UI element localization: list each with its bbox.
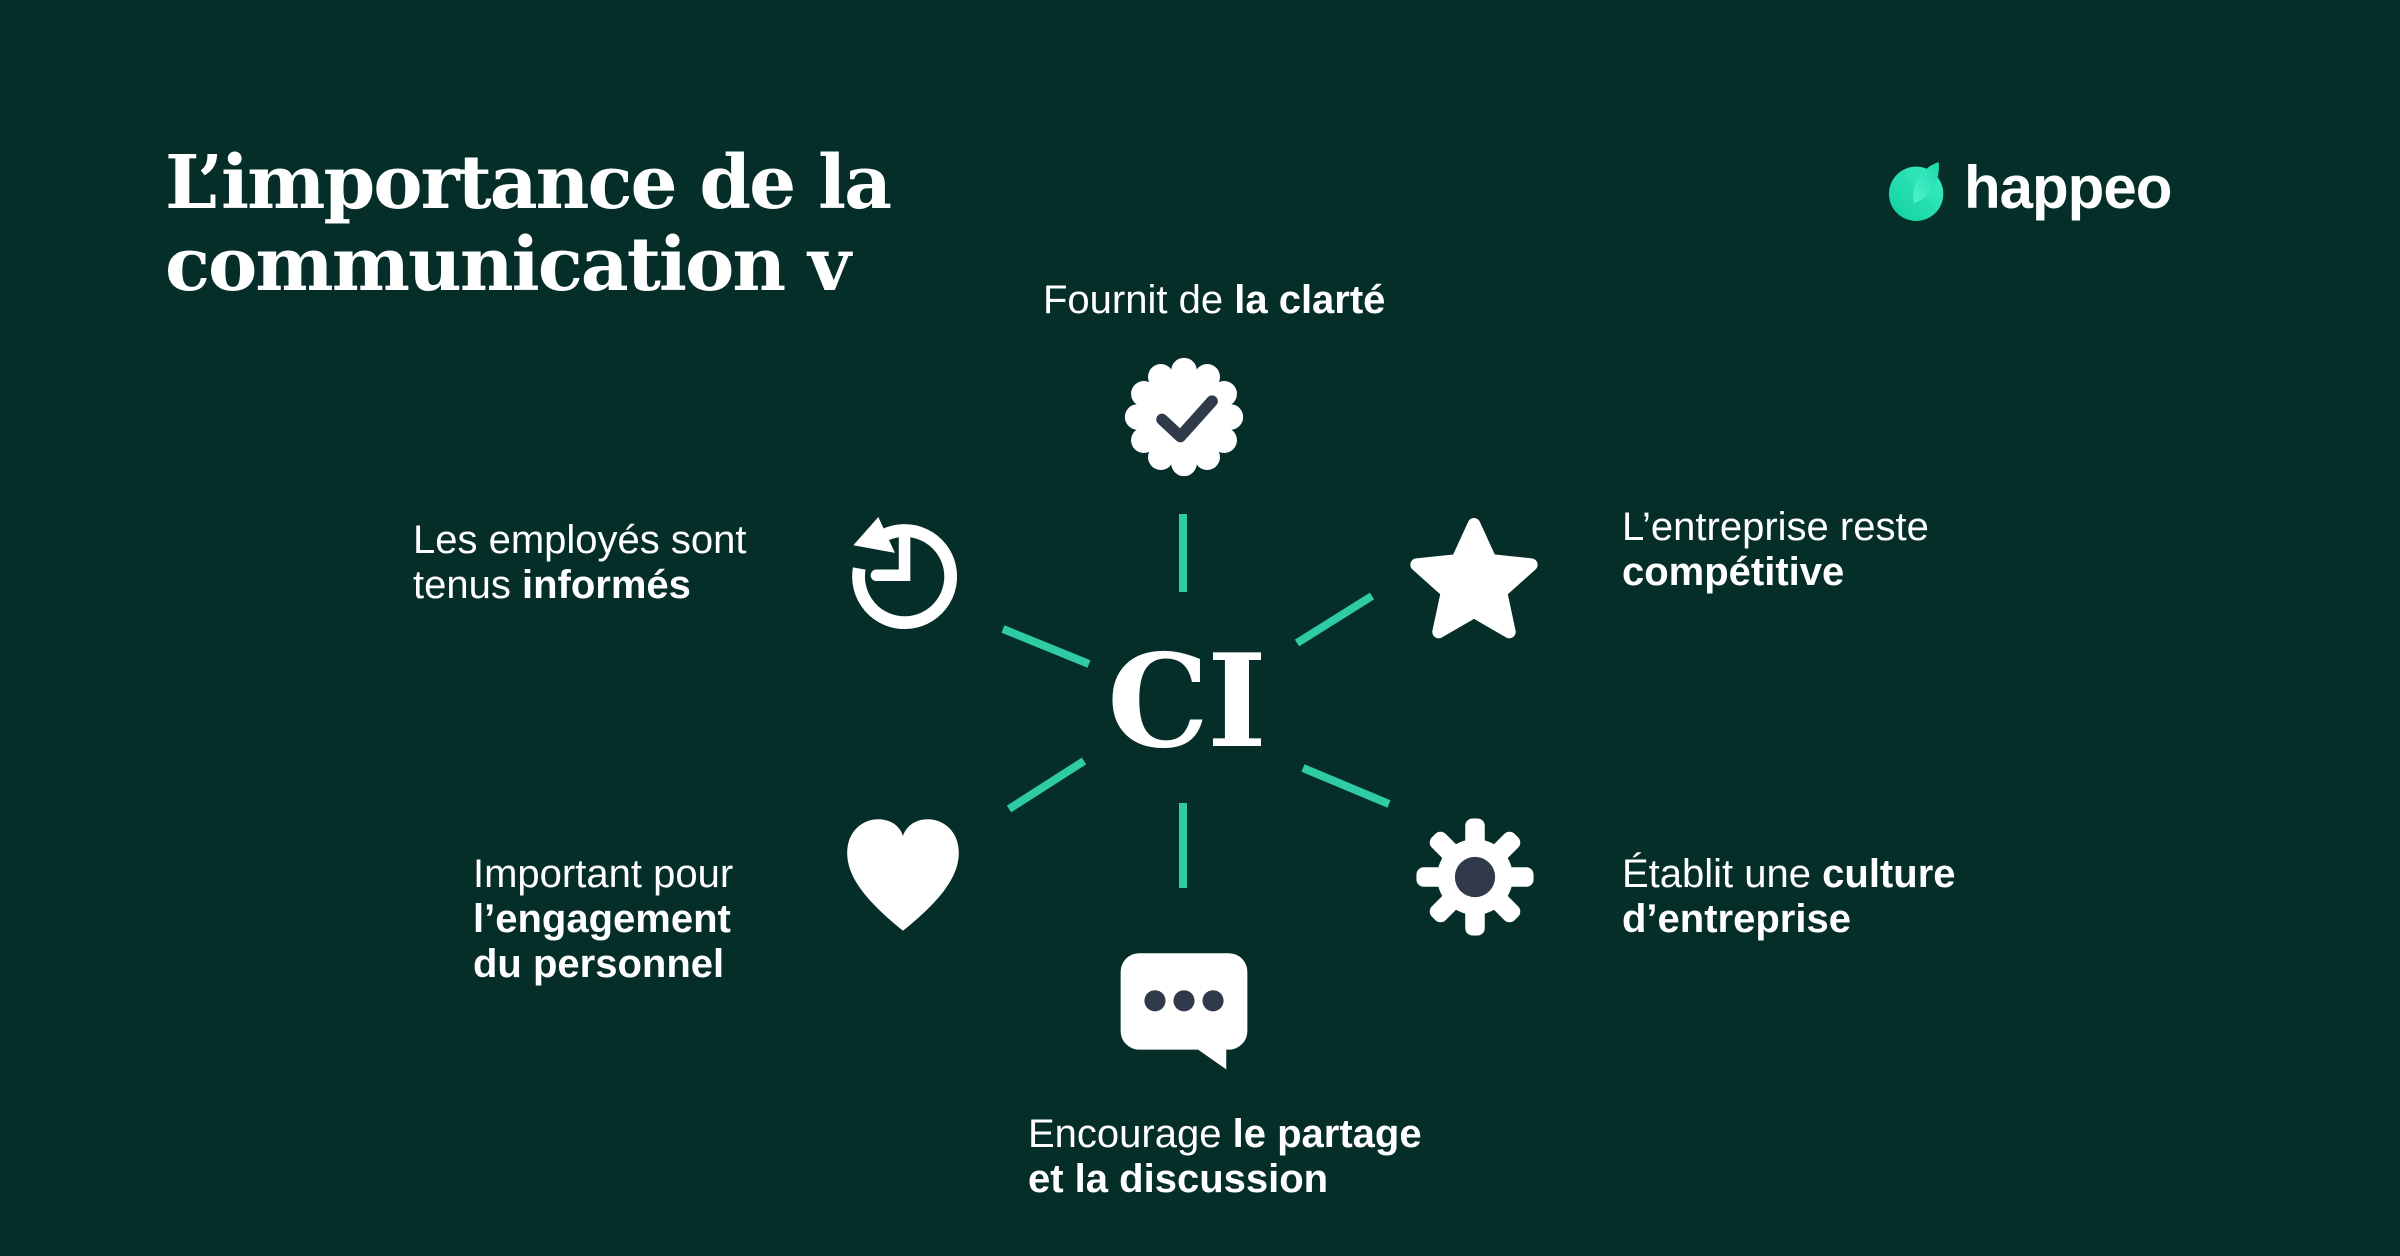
label-text-plain: Encourage: [1028, 1112, 1233, 1156]
label-culture-entreprise: Établit une culture d’entreprise: [1622, 852, 1956, 942]
label-line: compétitive: [1622, 550, 1929, 595]
label-line: Important pour: [473, 852, 733, 897]
label-partage-discussion: Encourage le partage et la discussion: [1028, 1112, 1422, 1202]
label-line: Fournit de la clarté: [1043, 278, 1385, 323]
label-line: Encourage le partage: [1028, 1112, 1422, 1157]
page-title-line1: L’importance de la: [165, 140, 892, 226]
hub-label-ci: CI: [1107, 627, 1267, 777]
gear-icon: [1413, 816, 1537, 938]
label-line: d’entreprise: [1622, 897, 1956, 942]
heart-icon: [838, 814, 968, 936]
label-text-bold: compétitive: [1622, 550, 1845, 594]
label-line: L’entreprise reste: [1622, 505, 1929, 550]
label-text-plain: L’entreprise reste: [1622, 505, 1929, 549]
page-title: L’importance de la communication v: [165, 140, 892, 308]
label-line: du personnel: [473, 942, 733, 987]
label-text-plain: Établit une: [1622, 852, 1823, 896]
label-entreprise-competitive: L’entreprise reste compétitive: [1622, 505, 1929, 595]
label-text-bold: culture: [1822, 852, 1956, 896]
page-title-line2: communication v: [165, 222, 851, 308]
connector-upper-right-line: [1294, 592, 1375, 647]
label-text-bold: le partage: [1232, 1112, 1422, 1156]
label-text-plain: Important pour: [473, 852, 734, 896]
label-text-bold: et la discussion: [1028, 1157, 1329, 1201]
label-text-plain: Fournit de: [1043, 278, 1235, 322]
label-engagement-personnel: Important pour l’engagement du personnel: [473, 852, 733, 987]
history-clock-icon: [836, 510, 968, 638]
happeo-leaf-circle-icon: [1888, 161, 1944, 221]
label-text-bold: du personnel: [473, 942, 725, 986]
label-text-plain: tenus: [413, 563, 522, 607]
label-text-bold: l’engagement: [473, 897, 731, 941]
badge-check-icon: [1123, 356, 1245, 478]
happeo-logo: happeo: [1888, 154, 2172, 224]
happeo-wordmark: happeo: [1964, 154, 2172, 221]
connector-lower-right-line: [1301, 764, 1391, 808]
label-text-plain: Les employés sont: [413, 518, 747, 562]
label-line: et la discussion: [1028, 1157, 1422, 1202]
label-line: Établit une culture: [1622, 852, 1956, 897]
connector-upper-left-line: [1001, 625, 1091, 668]
connector-lower-left-line: [1006, 757, 1087, 813]
label-line: Les employés sont: [413, 518, 747, 563]
star-icon: [1410, 518, 1538, 646]
label-text-bold: informés: [521, 563, 691, 607]
chat-bubble-icon: [1118, 950, 1250, 1070]
label-text-bold: d’entreprise: [1622, 897, 1851, 941]
label-text-bold: la clarté: [1234, 278, 1386, 322]
label-employes-informes: Les employés sont tenus informés: [413, 518, 747, 608]
label-fournit-clarte: Fournit de la clarté: [1043, 278, 1385, 323]
label-line: l’engagement: [473, 897, 733, 942]
label-line: tenus informés: [413, 563, 747, 608]
